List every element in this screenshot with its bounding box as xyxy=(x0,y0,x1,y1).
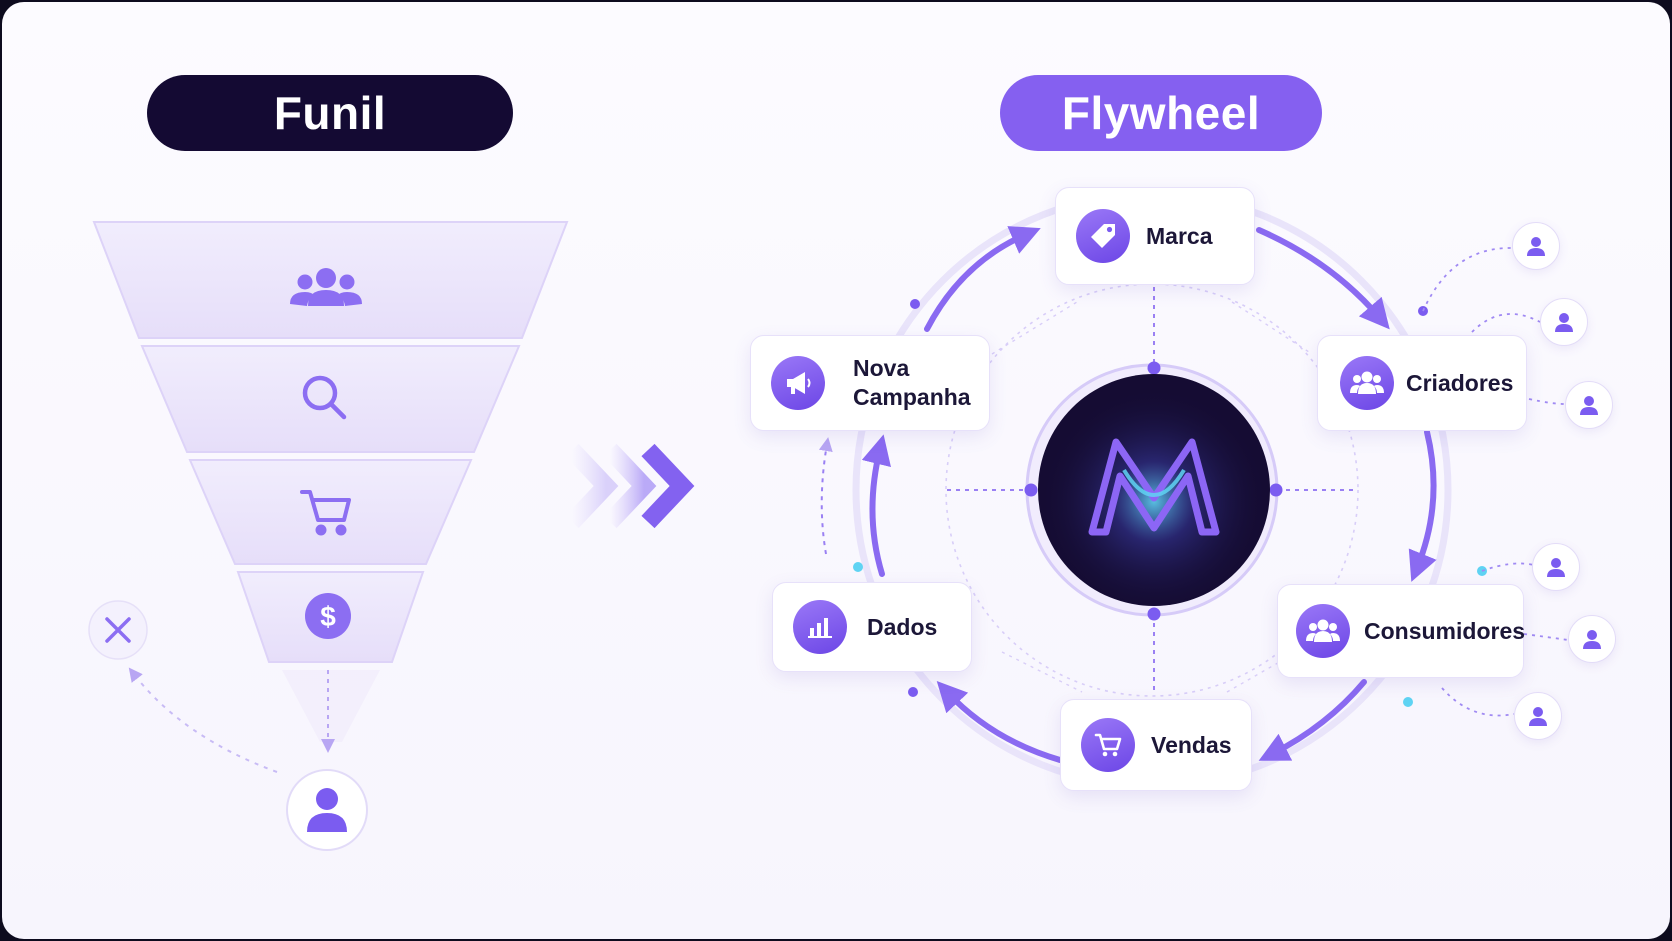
users-icon xyxy=(290,268,362,306)
node-label: Nova Campanha xyxy=(853,355,971,410)
cart-icon xyxy=(1081,718,1135,772)
funnel-stage-3 xyxy=(188,459,473,565)
group-icon xyxy=(1296,604,1350,658)
flywheel-node-marca[interactable]: Marca xyxy=(1055,187,1255,285)
node-label: Dados xyxy=(867,613,938,640)
person-icon xyxy=(1540,298,1588,346)
exit-curve xyxy=(128,667,278,773)
node-label: Consumidores xyxy=(1364,617,1526,644)
node-label: Criadores xyxy=(1406,369,1514,396)
m-logo-icon xyxy=(1038,374,1270,606)
person-icon xyxy=(1514,692,1562,740)
person-icon xyxy=(286,769,368,851)
close-icon xyxy=(88,600,148,660)
flywheel-node-dados[interactable]: Dados xyxy=(772,582,972,672)
side-dashed-arrow xyxy=(818,437,833,555)
person-icon xyxy=(1565,381,1613,429)
tag-icon xyxy=(1076,209,1130,263)
megaphone-icon xyxy=(771,356,825,410)
people-connectors xyxy=(1422,247,1569,717)
person-icon xyxy=(1532,543,1580,591)
cycle-arrows xyxy=(861,226,1437,763)
funnel-stage-2 xyxy=(140,345,521,453)
svg-text:$: $ xyxy=(320,601,336,632)
funnel-tail xyxy=(282,670,380,742)
flywheel-node-nova-campanha[interactable]: Nova Campanha xyxy=(750,335,990,431)
person-icon xyxy=(1568,615,1616,663)
chevron-arrows xyxy=(565,443,695,529)
node-label: Marca xyxy=(1146,222,1213,249)
cart-icon xyxy=(300,490,351,536)
person-icon xyxy=(1512,222,1560,270)
flywheel-node-vendas[interactable]: Vendas xyxy=(1060,699,1252,791)
flywheel-node-criadores[interactable]: Criadores xyxy=(1317,335,1527,431)
flywheel-title: Flywheel xyxy=(1000,75,1322,151)
search-icon xyxy=(302,375,347,420)
group-icon xyxy=(1340,356,1394,410)
funnel: $ xyxy=(92,221,569,773)
flywheel-node-consumidores[interactable]: Consumidores xyxy=(1277,584,1526,678)
node-label: Vendas xyxy=(1151,731,1232,758)
dollar-icon: $ xyxy=(305,593,351,639)
funnel-title: Funil xyxy=(147,75,513,151)
bar-chart-icon xyxy=(793,600,847,654)
